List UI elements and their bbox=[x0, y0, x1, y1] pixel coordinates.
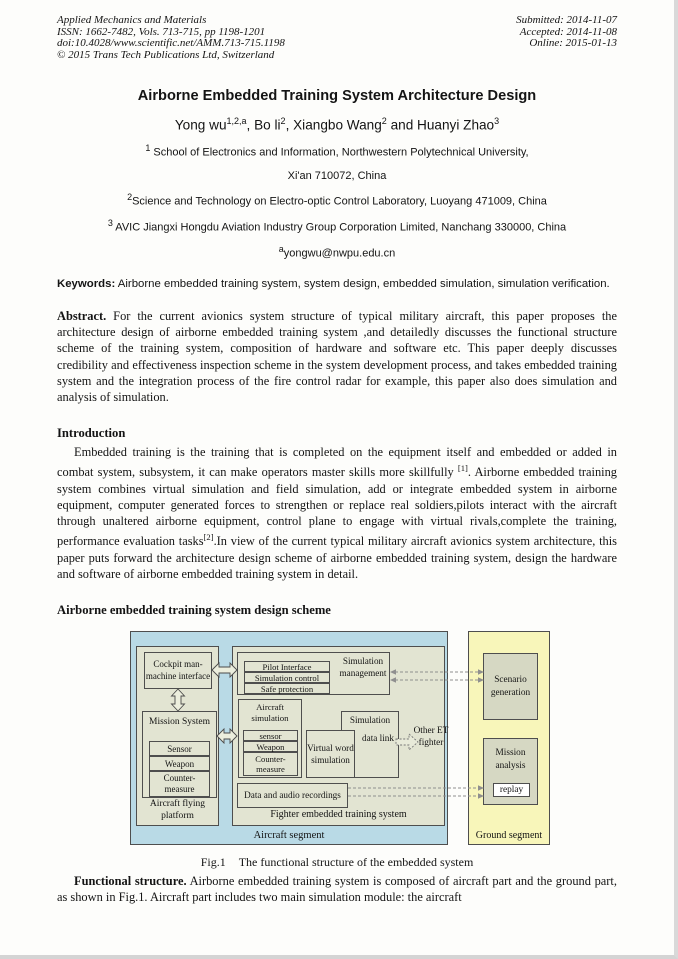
affiliation-line: Xi'an 710072, China bbox=[57, 170, 617, 182]
accepted-date: Accepted: 2014-11-08 bbox=[519, 25, 617, 38]
fig-countermeasure-lower-box: Counter-measure bbox=[243, 752, 298, 777]
journal-header-right: Submitted: 2014-11-07 Accepted: 2014-11-… bbox=[516, 14, 617, 61]
fig-weapon-box: Weapon bbox=[149, 756, 210, 772]
citation-ref-1: [1] bbox=[457, 463, 468, 474]
keywords-paragraph: Keywords: Airborne embedded training sys… bbox=[57, 277, 617, 292]
abstract-paragraph: Abstract. For the current avionics syste… bbox=[57, 308, 617, 405]
fig-scenario-generation-box: Scenario generation bbox=[483, 653, 538, 721]
fig-replay-box: replay bbox=[493, 783, 530, 798]
author-email-line: ayongwu@nwpu.edu.cn bbox=[57, 244, 617, 260]
fig-sensor-box: Sensor bbox=[149, 741, 210, 757]
fig-simulation-management-label: Simulation management bbox=[339, 656, 387, 678]
affiliation-text: Xi'an 710072, China bbox=[287, 169, 387, 182]
functional-structure-paragraph: Functional structure. Airborne embedded … bbox=[57, 873, 617, 905]
section-heading-design-scheme: Airborne embedded training system design… bbox=[57, 603, 331, 618]
fig-simulation-label: Simulation bbox=[349, 715, 391, 726]
abstract-label: Abstract. bbox=[57, 309, 107, 324]
fig-ground-segment-label: Ground segment bbox=[475, 830, 543, 842]
functional-structure-label: Functional structure. bbox=[74, 874, 187, 889]
affiliation-line: 2Science and Technology on Electro-optic… bbox=[57, 192, 617, 208]
introduction-text: . Airborne embedded training system comb… bbox=[57, 465, 617, 549]
author-name: , Xiangbo Wang bbox=[285, 117, 382, 133]
fig-fighter-ets-label: Fighter embedded training system bbox=[270, 809, 407, 821]
author-name: , Bo li bbox=[246, 117, 281, 133]
figure-1: Cockpit man-machine interface Mission Sy… bbox=[57, 629, 617, 850]
author-affil-sup: 3 bbox=[494, 116, 500, 127]
functional-structure-text: Airborne embedded training system is com… bbox=[57, 874, 617, 905]
fig-aircraft-simulation-label: Aircraft simulation bbox=[251, 702, 289, 724]
fig-countermeasure-box: Counter-measure bbox=[149, 771, 210, 798]
email-text: yongwu@nwpu.edu.cn bbox=[283, 248, 396, 261]
fig-aircraft-segment-label: Aircraft segment bbox=[253, 830, 325, 842]
online-date: Online: 2015-01-13 bbox=[529, 37, 617, 50]
author-affil-sup: 2 bbox=[381, 116, 387, 127]
author-affil-sup: 1,2,a bbox=[226, 116, 247, 127]
introduction-text: .In view of the current typical military… bbox=[57, 534, 618, 581]
journal-header: Applied Mechanics and Materials ISSN: 16… bbox=[57, 14, 617, 61]
journal-copyright-line: © 2015 Trans Tech Publications Ltd, Swit… bbox=[57, 48, 275, 61]
fig-weapon-lower-box: Weapon bbox=[243, 741, 298, 753]
fig-safe-protection-box: Safe protection bbox=[244, 683, 330, 695]
affiliation-text: AVIC Jiangxi Hongdu Aviation Industry Gr… bbox=[112, 221, 567, 234]
keywords-label: Keywords: bbox=[57, 278, 116, 291]
figure-caption-text: The functional structure of the embedded… bbox=[238, 855, 474, 870]
abstract-text: For the current avionics system structur… bbox=[57, 309, 617, 405]
figure-caption-label: Fig.1 bbox=[200, 855, 226, 870]
affiliation-line: 1 School of Electronics and Information,… bbox=[57, 143, 617, 159]
affiliation-sup: 1 bbox=[145, 143, 151, 154]
authors-line: Yong wu1,2,a, Bo li2, Xiangbo Wang2 and … bbox=[57, 116, 617, 133]
fig-data-link-label: data link bbox=[362, 733, 394, 744]
author-affil-sup: 2 bbox=[280, 116, 286, 127]
introduction-text: Embedded training is the training that i… bbox=[57, 445, 617, 480]
figure-caption: Fig.1 The functional structure of the emb… bbox=[57, 855, 617, 870]
journal-issn-line: ISSN: 1662-7482, Vols. 713-715, pp 1198-… bbox=[57, 25, 266, 38]
journal-name: Applied Mechanics and Materials bbox=[57, 14, 207, 26]
email-sup: a bbox=[278, 244, 284, 255]
paper-title: Airborne Embedded Training System Archit… bbox=[137, 88, 537, 105]
fig-virtual-word-simulation-box: Virtual word simulation bbox=[306, 730, 355, 779]
author-name: Yong wu bbox=[174, 117, 227, 133]
journal-doi-line: doi:10.4028/www.scientific.net/AMM.713-7… bbox=[57, 37, 285, 50]
journal-header-left: Applied Mechanics and Materials ISSN: 16… bbox=[57, 14, 285, 61]
fig-sensor-lower-box: sensor bbox=[243, 730, 298, 742]
submitted-date: Submitted: 2014-11-07 bbox=[516, 14, 617, 26]
affiliation-text: Science and Technology on Electro-optic … bbox=[132, 195, 547, 208]
affiliation-sup: 2 bbox=[127, 192, 133, 203]
fig-simulation-control-box: Simulation control bbox=[244, 672, 330, 684]
fig-data-audio-recordings-box: Data and audio recordings bbox=[237, 783, 348, 809]
section-heading-introduction: Introduction bbox=[57, 426, 126, 441]
affiliation-line: 3 AVIC Jiangxi Hongdu Aviation Industry … bbox=[57, 218, 617, 234]
citation-ref-2: [2] bbox=[203, 532, 214, 543]
affiliation-text: School of Electronics and Information, N… bbox=[150, 147, 529, 160]
fig-other-et-fighter-label: Other ET fighter bbox=[413, 726, 449, 749]
fig-pilot-interface-box: Pilot Interface bbox=[244, 661, 330, 673]
affiliation-sup: 3 bbox=[107, 218, 113, 229]
fig-aircraft-flying-platform-label: Aircraft flying platform bbox=[149, 799, 206, 822]
keywords-text: Airborne embedded training system, syste… bbox=[115, 278, 610, 291]
introduction-paragraph: Embedded training is the training that i… bbox=[57, 444, 617, 582]
fig-cockpit-interface-box: Cockpit man-machine interface bbox=[144, 652, 212, 690]
author-name: and Huanyi Zhao bbox=[386, 117, 495, 133]
